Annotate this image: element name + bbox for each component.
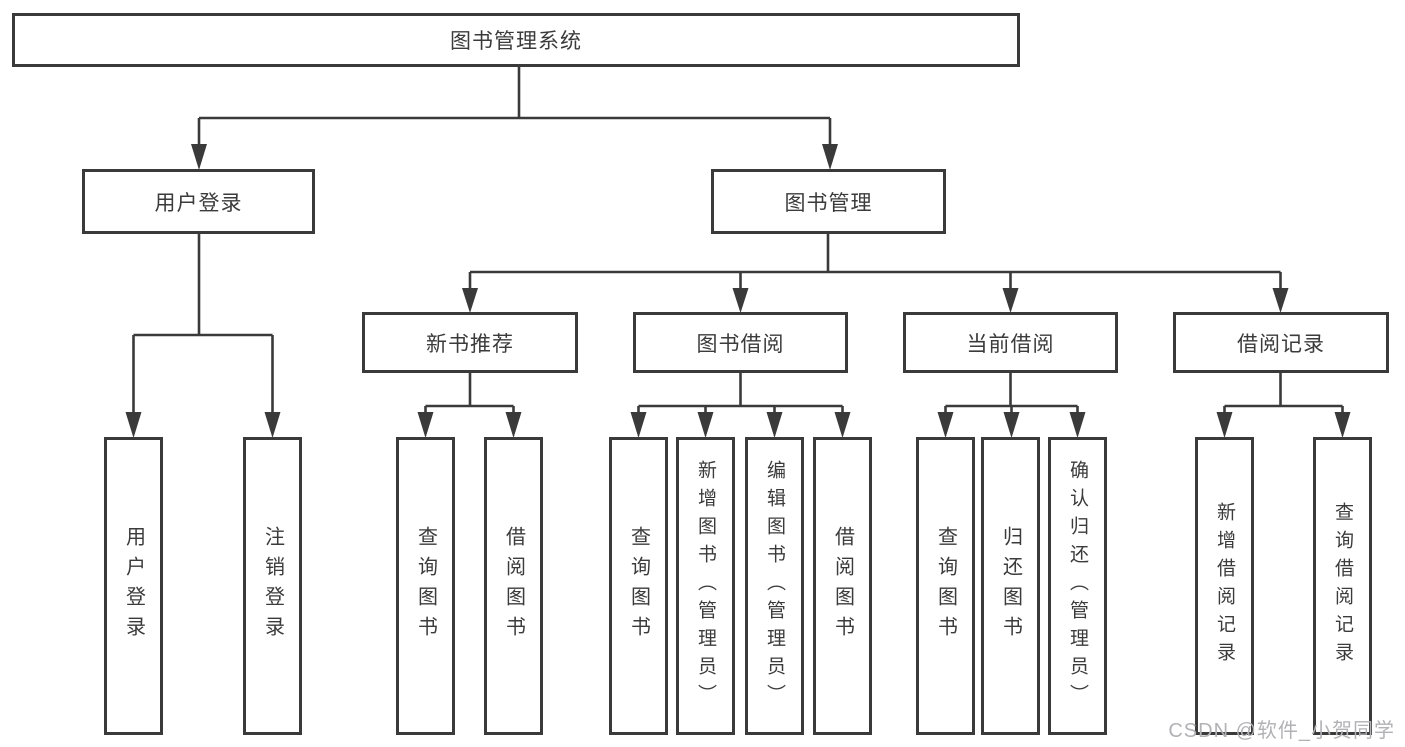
node-book-management: 图书管理 bbox=[711, 169, 946, 234]
node-current-borrowing: 当前借阅 bbox=[903, 312, 1118, 373]
csdn-watermark: CSDN @软件_小贺同学 bbox=[1168, 720, 1395, 742]
leaf-label: 查询图书 bbox=[934, 526, 957, 646]
leaf-label: 查询图书 bbox=[627, 526, 650, 646]
leaf-return-books: 归还图书 bbox=[981, 437, 1040, 735]
leaf-label: 查询图书 bbox=[414, 526, 437, 646]
leaf-query-books-borrowing: 查询图书 bbox=[609, 437, 668, 735]
node-label: 图书管理 bbox=[784, 191, 873, 215]
leaf-label: 新增图书（管理员） bbox=[695, 460, 716, 712]
node-label: 新书推荐 bbox=[426, 332, 514, 356]
node-root-library-management-system: 图书管理系统 bbox=[12, 13, 1020, 67]
leaf-label: 编辑图书（管理员） bbox=[764, 460, 785, 712]
leaf-label: 借阅图书 bbox=[831, 526, 854, 646]
node-label: 图书管理系统 bbox=[450, 30, 582, 53]
leaf-borrow-books-borrowing: 借阅图书 bbox=[813, 437, 872, 735]
node-new-book-recommendation: 新书推荐 bbox=[362, 312, 578, 373]
node-label: 当前借阅 bbox=[966, 332, 1055, 356]
leaf-label: 确认归还（管理员） bbox=[1067, 460, 1088, 712]
leaf-borrow-books-recommend: 借阅图书 bbox=[484, 437, 543, 735]
leaf-query-borrow-record: 查询借阅记录 bbox=[1313, 437, 1372, 735]
leaf-logout: 注销登录 bbox=[243, 437, 302, 735]
leaf-label: 归还图书 bbox=[999, 526, 1022, 646]
node-user-login: 用户登录 bbox=[82, 169, 315, 234]
leaf-query-books-current: 查询图书 bbox=[916, 437, 975, 735]
node-label: 借阅记录 bbox=[1237, 332, 1325, 356]
leaf-edit-books-admin: 编辑图书（管理员） bbox=[745, 437, 804, 735]
node-label: 用户登录 bbox=[154, 191, 243, 215]
leaf-confirm-return-admin: 确认归还（管理员） bbox=[1048, 437, 1107, 735]
node-book-borrowing: 图书借阅 bbox=[633, 312, 848, 373]
leaf-label: 用户登录 bbox=[122, 526, 145, 646]
leaf-label: 新增借阅记录 bbox=[1214, 502, 1235, 670]
arrowhead-icons bbox=[125, 144, 1351, 438]
leaf-label: 注销登录 bbox=[261, 526, 284, 646]
leaf-add-borrow-record: 新增借阅记录 bbox=[1195, 437, 1254, 735]
leaf-query-books-recommend: 查询图书 bbox=[396, 437, 455, 735]
leaf-label: 查询借阅记录 bbox=[1332, 502, 1353, 670]
leaf-add-books-admin: 新增图书（管理员） bbox=[676, 437, 735, 735]
node-borrowing-records: 借阅记录 bbox=[1173, 312, 1389, 373]
node-label: 图书借阅 bbox=[696, 332, 785, 356]
leaf-user-login: 用户登录 bbox=[104, 437, 163, 735]
leaf-label: 借阅图书 bbox=[502, 526, 525, 646]
